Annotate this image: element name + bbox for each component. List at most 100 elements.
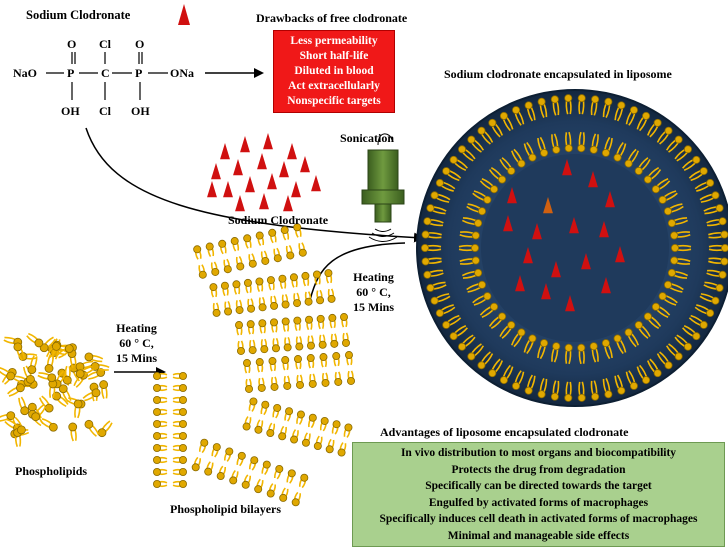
phospholipid-molecule [708,244,728,252]
phospholipid-molecule [577,131,586,153]
phospholipid-molecule [551,133,561,154]
phospholipid-molecule [658,190,678,204]
phospholipid-molecule [479,302,499,318]
phospholipid-molecule [224,301,233,316]
phospholipid-molecule [614,374,626,395]
phospholipid-molecule [694,178,715,192]
phospholipid-molecule [266,276,275,291]
phospholipid-molecule [331,420,341,435]
phospholipid-molecule [204,461,214,476]
phospholipid-molecule [97,420,113,438]
phospholipid-molecule [682,324,701,341]
phospholipid-molecule [706,217,727,227]
phospholipid-molecule [245,378,254,393]
phospholipid-molecule [152,443,168,452]
phospholipid-molecule [172,371,187,380]
phospholipid-molecule [550,95,560,116]
phospholipid-molecule [602,97,613,119]
drug-triangle-icon [267,173,277,190]
phospholipid-molecule [293,355,302,370]
drawbacks-title: Drawbacks of free clodronate [256,11,408,25]
heating-label-2: Heating 60 ° C, 15 Mins [353,270,395,314]
phospholipid-molecule [13,342,26,361]
phospholipid-molecule [40,418,58,432]
phospholipid-molecule [324,269,333,284]
drawbacks-box: Less permeability Short half-life Dilute… [273,30,395,113]
phospholipid-molecule [577,343,586,365]
phospholipid-molecule [223,447,234,462]
phospholipid-molecule [298,242,307,257]
phospholipid-molecule [458,334,476,351]
phospholipid-molecule [318,334,327,349]
molecule-bonds [46,52,168,100]
phospholipid-molecule [152,371,168,380]
phospholipid-molecule [674,334,692,351]
drug-triangle-icon [541,283,551,300]
phospholipid-molecule [651,178,671,194]
phospholipid-molecule [706,269,727,279]
phospholipid-molecule [247,298,256,313]
phospholipid-molecule [198,264,207,279]
phospholipid-molecule [703,281,724,292]
phospholipid-molecule [499,157,516,175]
phospholipid-molecule [665,343,683,361]
drug-triangle-icon [569,217,579,234]
phospholipid-molecule [293,292,302,308]
phospholipid-molecule [624,148,640,168]
phospholipid-molecule [430,191,451,203]
atom-cl2: Cl [99,104,111,118]
atom-p2: P [135,66,143,80]
drawback-item: Less permeability [290,35,378,47]
phospholipid-molecule [254,478,264,494]
phospholipid-molecule [68,422,78,442]
phospholipid-molecule [577,381,586,402]
phospholipid-molecule [624,328,640,348]
atom-cl1: Cl [99,37,111,51]
phospholipid-molecule [466,203,487,216]
phospholipid-molecule [564,131,573,153]
phospholipid-molecule [467,135,485,153]
phospholipid-molecule [212,302,221,317]
phospholipid-molecule [172,407,187,416]
phospholipid-molecule [243,278,252,294]
drug-triangle-icon [507,187,517,204]
drug-triangle-icon [207,181,217,198]
arrow-bilayers-to-liposome [309,242,406,301]
atom-oh2: OH [131,104,150,118]
phospholipid-molecule [279,487,289,502]
phospholipid-molecule [255,231,265,247]
phospholipid-molecule [656,126,673,145]
molecule-title: Sodium Clodronate [26,8,131,22]
atom-oh1: OH [61,104,80,118]
phospholipid-molecule [271,337,280,353]
phospholipid-molecule [258,296,267,312]
advantage-item: Specifically induces cell death in activ… [379,513,698,525]
phospholipid-molecule [426,281,447,292]
phospholipid-molecule [172,467,187,476]
atom-p1: P [67,66,75,80]
phospholipid-molecule [461,268,483,279]
drug-triangle-icon [245,176,255,193]
drug-triangle-icon [259,193,269,210]
phospholipid-molecule [316,314,325,330]
drug-triangle-icon [565,295,575,312]
phospholipid-molecule [90,362,110,371]
drug-pile-label: Sodium Clodronate [228,213,329,227]
phospholipid-molecule [435,304,456,318]
phospholipid-molecule [577,94,586,115]
phospholipid-molecule [172,443,187,452]
phospholipid-molecule [643,166,662,184]
drug-triangle-icon [223,181,233,198]
phospholipid-molecule [670,256,691,265]
phospholipid-molecule [254,419,264,434]
phospholipid-molecule [255,358,264,373]
phospholipid-molecule [266,422,276,438]
phospholipid-molecule [430,293,451,305]
phospholipid-molecule [421,257,442,266]
phospholipid-molecule [523,334,537,355]
phospholipid-molecule [236,451,246,467]
phospholipid-molecule [499,321,516,339]
drawback-item: Nonspecific targets [287,95,381,107]
arrow-to-liposome [85,127,424,243]
phospholipid-molecule [257,377,266,392]
